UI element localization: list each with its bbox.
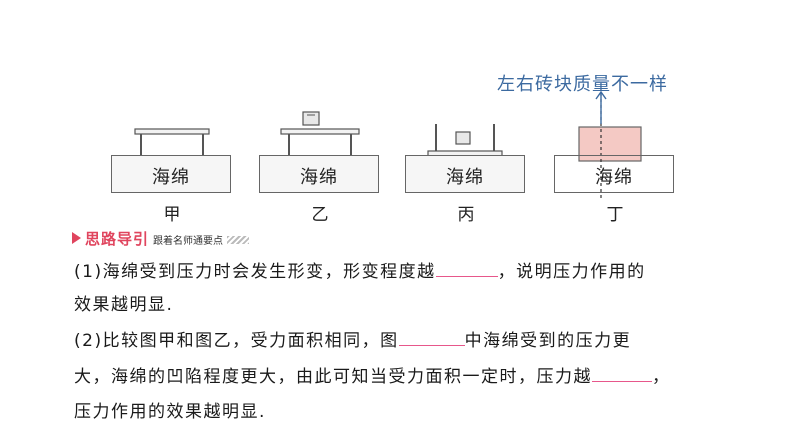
play-arrow-icon <box>72 232 81 244</box>
text-segment: 压力作用的效果越明显. <box>74 402 266 422</box>
sponge-label: 海绵 <box>152 167 190 188</box>
answer-blank-1[interactable] <box>435 258 498 277</box>
text-segment: (1)海绵受到压力时会发生形变，形变程度越 <box>74 262 436 282</box>
text-segment: ，说明压力作用的 <box>497 262 646 282</box>
question-1-line-1: (1)海绵受到压力时会发生形变，形变程度越 ，说明压力作用的 <box>74 257 646 287</box>
inverted-table-diagram-bing <box>427 124 503 157</box>
question-1-line-2: 效果越明显. <box>74 290 173 320</box>
text-segment: 效果越明显. <box>74 295 174 315</box>
hatch-decoration-icon <box>227 236 250 244</box>
text-segment: 大，海绵的凹陷程度更大，由此可知当受力面积一定时，压力越 <box>74 367 592 387</box>
question-2-line-1: (2)比较图甲和图乙，受力面积相同，图 中海绵受到的压力更 <box>74 326 631 356</box>
figure-bing: 海绵 丙 <box>401 118 531 225</box>
question-2-line-2: 大，海绵的凹陷程度更大，由此可知当受力面积一定时，压力越 ， <box>74 362 671 392</box>
answer-blank-2[interactable] <box>398 327 465 346</box>
text-segment: 中海绵受到的压力更 <box>464 331 632 351</box>
text-segment: (2)比较图甲和图乙，受力面积相同，图 <box>74 331 399 351</box>
answer-blank-3[interactable] <box>592 363 652 382</box>
figure-jia: 海绵 甲 <box>107 118 237 225</box>
figure-label-bing: 丙 <box>457 205 475 225</box>
figure-yi: 海绵 乙 <box>255 111 385 225</box>
guide-subtitle: 跟着名师通要点 <box>153 236 224 247</box>
figure-label-jia: 甲 <box>163 205 181 225</box>
sponge-block: 海绵 <box>554 155 674 193</box>
sponge-block: 海绵 <box>405 155 525 193</box>
sponge-block: 海绵 <box>259 155 379 193</box>
text-segment: ， <box>652 367 671 387</box>
table-diagram-jia <box>134 128 210 159</box>
guide-title: 思路导引 <box>85 229 150 248</box>
sponge-block: 海绵 <box>111 155 231 193</box>
annotation-text: 左右砖块质量不一样 <box>497 74 668 95</box>
sponge-label: 海绵 <box>446 167 484 188</box>
figure-ding: 海绵 丁 <box>550 93 680 225</box>
sponge-label: 海绵 <box>300 167 338 188</box>
guide-header: 思路导引 跟着名师通要点 <box>72 227 250 249</box>
sponge-label: 海绵 <box>595 167 633 188</box>
figure-label-ding: 丁 <box>606 205 624 225</box>
question-2-line-3: 压力作用的效果越明显. <box>74 397 266 427</box>
annotation-arrow-icon <box>595 90 607 124</box>
figure-label-yi: 乙 <box>311 205 329 225</box>
